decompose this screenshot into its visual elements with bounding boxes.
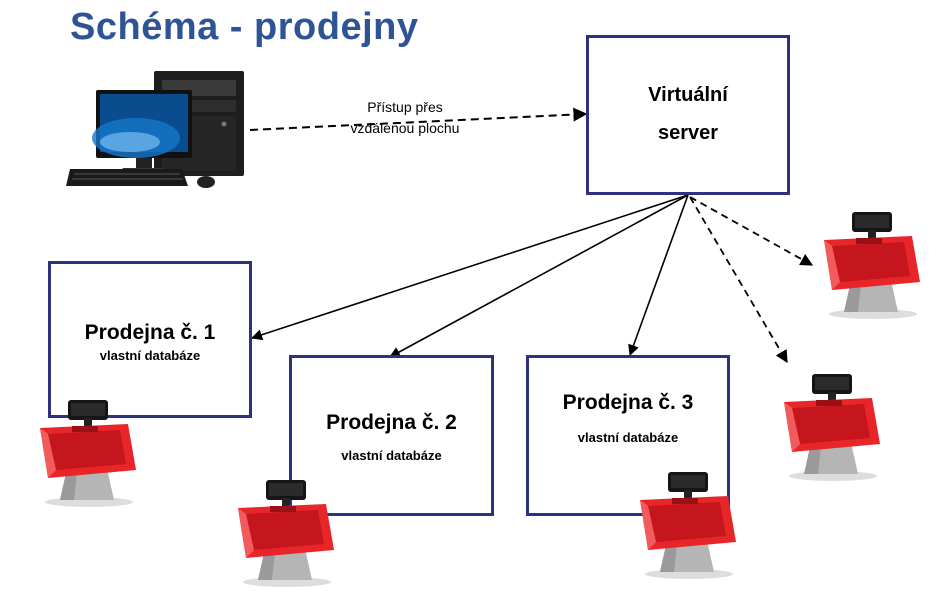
store-2-database: vlastní databáze [341, 448, 442, 463]
arrow-to-store-3 [628, 194, 689, 357]
server-label-line-1: Virtuální [648, 84, 728, 106]
store-2-box: Prodejna č. 2 vlastní databáze [289, 355, 494, 516]
remote-access-label: Přístup přes vzdálenou plochu [335, 97, 475, 139]
desktop-computer-icon [66, 71, 244, 188]
store-1-database: vlastní databáze [99, 348, 201, 363]
virtual-server-box: Virtuální server [586, 35, 790, 195]
pos-terminal-icon [40, 400, 136, 507]
server-label-line-2: server [657, 122, 719, 144]
arrow-to-store-2 [389, 194, 689, 358]
remote-access-line-1: Přístup přes [367, 99, 443, 115]
store-1-name: Prodejna č. 1 [84, 321, 216, 344]
store-1-box: Prodejna č. 1 vlastní databáze [48, 261, 252, 418]
pos-terminal-icon [238, 480, 334, 587]
pos-terminal-icon [640, 472, 736, 579]
store-3-database: vlastní databáze [577, 430, 679, 445]
dashed-arrow-to-pos-b [689, 196, 788, 364]
pos-terminal-icon [784, 374, 880, 481]
remote-access-line-2: vzdálenou plochu [350, 120, 460, 136]
diagram-title: Schéma - prodejny [70, 6, 419, 48]
store-2-name: Prodejna č. 2 [326, 411, 457, 434]
remote-access-arrow [249, 107, 588, 131]
pos-terminal-icon [824, 212, 920, 319]
store-3-name: Prodejna č. 3 [562, 391, 694, 414]
arrow-to-store-1 [250, 194, 689, 341]
dashed-arrow-to-pos-a [689, 196, 814, 266]
